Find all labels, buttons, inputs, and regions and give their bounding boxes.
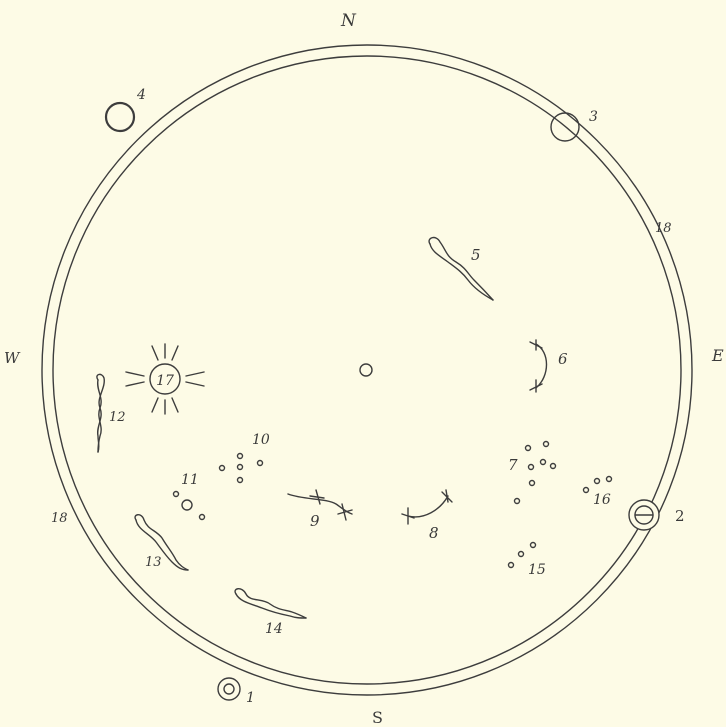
dot <box>526 446 531 451</box>
marker-8: 8 <box>402 490 452 542</box>
dot <box>529 465 534 470</box>
arc-tick-bottom <box>530 380 542 392</box>
arc-tick-left <box>402 508 414 524</box>
marker-12: 12 <box>97 374 126 452</box>
center-point-icon <box>360 364 372 376</box>
marker-13-label: 13 <box>145 555 162 570</box>
marker-4-label: 4 <box>136 87 146 103</box>
marker-3: 3 <box>551 109 598 141</box>
marker-2-label: 2 <box>675 507 685 525</box>
direction-south: S <box>372 708 383 727</box>
ring-mark-east: 18 <box>655 221 672 236</box>
marker-8-label: 8 <box>429 524 439 542</box>
arc-tick-mid <box>310 490 324 504</box>
dot <box>220 466 225 471</box>
marker-9-label: 9 <box>310 512 320 530</box>
marker-14: 14 <box>235 589 306 637</box>
marker-4: 4 <box>106 87 146 131</box>
marker-14-label: 14 <box>265 621 283 637</box>
dot <box>200 515 205 520</box>
arc-tick-right <box>442 490 452 502</box>
marker-3-label: 3 <box>589 109 598 125</box>
marker-17-label: 17 <box>156 373 174 389</box>
serpent-icon-outline <box>136 520 188 570</box>
marker-17: 17 <box>126 344 204 414</box>
marker-16: 16 <box>584 477 612 509</box>
marker-12-label: 12 <box>109 410 126 425</box>
circle-icon <box>106 103 134 131</box>
dot <box>509 563 514 568</box>
dot <box>182 500 192 510</box>
arc-tick-top <box>530 340 542 350</box>
dot <box>238 478 243 483</box>
direction-north: N <box>340 11 357 31</box>
marker-11-label: 11 <box>181 472 199 488</box>
marker-7: 7 <box>508 442 556 504</box>
marker-5-label: 5 <box>471 246 481 264</box>
dot <box>258 461 263 466</box>
dot <box>531 543 536 548</box>
arc-icon <box>536 344 547 388</box>
dot <box>544 442 549 447</box>
dot <box>607 477 612 482</box>
serpent-icon-outline <box>430 244 493 300</box>
inner-ring <box>53 56 681 684</box>
marker-7-label: 7 <box>508 456 518 474</box>
marker-15: 15 <box>509 543 546 579</box>
marker-1-label: 1 <box>246 690 255 706</box>
direction-east: E <box>711 346 724 365</box>
dot <box>515 499 520 504</box>
marker-15-label: 15 <box>528 562 546 578</box>
dot <box>551 464 556 469</box>
marker-9: 9 <box>288 490 352 530</box>
serpent-icon-outline <box>236 594 306 618</box>
double-circle-icon <box>218 678 240 700</box>
marker-6-label: 6 <box>558 350 568 368</box>
ring-mark-west: 18 <box>51 511 68 526</box>
marker-6: 6 <box>530 340 568 392</box>
dot <box>541 460 546 465</box>
dot <box>530 481 535 486</box>
serpent-icon <box>235 589 306 618</box>
dot <box>584 488 589 493</box>
dot <box>174 492 179 497</box>
outer-ring <box>42 45 692 695</box>
marker-2: 2 <box>629 500 685 530</box>
direction-west: W <box>4 349 21 367</box>
dot <box>238 454 243 459</box>
dot <box>238 465 243 470</box>
arc-icon <box>408 496 448 517</box>
marker-13: 13 <box>135 515 188 570</box>
marker-10: 10 <box>220 432 270 483</box>
marker-1: 1 <box>218 678 255 706</box>
marker-11: 11 <box>174 472 205 520</box>
marker-16-label: 16 <box>593 492 611 508</box>
dot <box>595 479 600 484</box>
double-circle-icon-inner <box>224 684 234 694</box>
marker-5: 5 <box>429 238 493 300</box>
dot <box>519 552 524 557</box>
marker-10-label: 10 <box>252 432 270 448</box>
serpent-icon <box>429 238 493 300</box>
